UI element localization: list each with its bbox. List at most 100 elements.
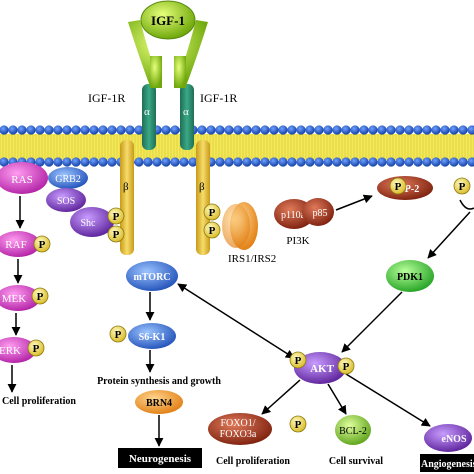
s6k1-protein xyxy=(128,323,176,349)
phosphate-badge xyxy=(389,177,407,195)
membrane-head-outer xyxy=(440,125,450,135)
membrane-head-outer xyxy=(71,125,81,135)
phosphate-badge xyxy=(31,287,49,305)
membrane-head-outer xyxy=(242,125,252,135)
membrane-head-outer xyxy=(161,125,171,135)
membrane-head-outer xyxy=(26,125,36,135)
membrane-head-inner xyxy=(377,157,387,167)
membrane-head-outer xyxy=(359,125,369,135)
membrane-head-outer xyxy=(35,125,45,135)
membrane-head-outer xyxy=(89,125,99,135)
angiogenesis-box xyxy=(420,454,474,472)
sos-protein xyxy=(46,188,86,212)
phosphate-badge xyxy=(453,177,471,195)
membrane-head-inner xyxy=(35,157,45,167)
membrane-head-inner xyxy=(296,157,306,167)
phosphate-badge xyxy=(337,357,355,375)
membrane-head-inner xyxy=(305,157,315,167)
pathway-arrows xyxy=(7,194,471,447)
enos-label: eNOS xyxy=(442,434,467,445)
membrane-head-inner xyxy=(350,157,360,167)
akt-label: AKT xyxy=(310,363,335,375)
membrane-head-inner xyxy=(440,157,450,167)
pdk1-protein xyxy=(386,260,434,292)
irs-protein-back xyxy=(222,204,250,248)
membrane-head-outer xyxy=(404,125,414,135)
membrane-head-outer xyxy=(296,125,306,135)
membrane-head-outer xyxy=(458,125,468,135)
membrane-head-inner xyxy=(368,157,378,167)
membrane-head-outer xyxy=(80,125,90,135)
pi3k-label: PI3K xyxy=(286,235,309,247)
enos-protein xyxy=(424,424,472,452)
foxo-label-line1: FOXO1/ xyxy=(220,418,255,429)
membrane-head-inner xyxy=(341,157,351,167)
arrow-mtorc-akt xyxy=(177,283,295,359)
beta-label-left: β xyxy=(123,181,129,193)
membrane-head-inner xyxy=(71,157,81,167)
membrane-head-outer xyxy=(215,125,225,135)
receptor-alpha-right xyxy=(180,84,194,150)
membrane-head-outer xyxy=(422,125,432,135)
shc-label: Shc xyxy=(81,218,97,229)
pip2-label: PIP-2 xyxy=(395,184,419,195)
arrow-akt-enos xyxy=(345,373,431,427)
membrane-head-outer xyxy=(332,125,342,135)
membrane-head-outer xyxy=(287,125,297,135)
brn4-protein xyxy=(135,390,183,414)
membrane-head-inner xyxy=(53,157,63,167)
membrane-head-outer xyxy=(107,125,117,135)
membrane-head-inner xyxy=(152,157,162,167)
phosphate-badge xyxy=(33,235,51,253)
membrane-head-inner xyxy=(188,157,198,167)
membrane-head-outer xyxy=(350,125,360,135)
membrane-head-inner xyxy=(224,157,234,167)
membrane-head-outer xyxy=(341,125,351,135)
phosphate-badge xyxy=(203,203,221,221)
erk-label: ERK xyxy=(0,345,21,357)
membrane-head-inner xyxy=(143,157,153,167)
phosphate-label: P xyxy=(37,291,44,303)
membrane-head-outer xyxy=(62,125,72,135)
membrane-head-outer xyxy=(125,125,135,135)
membrane-head-outer xyxy=(314,125,324,135)
erk-protein xyxy=(0,337,36,363)
alpha-label-right: α xyxy=(183,106,189,118)
brn4-label: BRN4 xyxy=(146,398,172,409)
p85-label: p85 xyxy=(313,208,328,219)
receptor-fork xyxy=(128,20,208,86)
phosphate-label: P xyxy=(295,355,302,367)
membrane-head-outer xyxy=(323,125,333,135)
membrane-head-inner xyxy=(233,157,243,167)
membrane-head-inner xyxy=(179,157,189,167)
grb2-protein xyxy=(48,167,88,189)
arrow-pip2-pdk1 xyxy=(427,211,471,259)
membrane-head-outer xyxy=(0,125,9,135)
membrane-head-inner xyxy=(260,157,270,167)
membrane-head-inner xyxy=(431,157,441,167)
membrane-head-inner xyxy=(278,157,288,167)
membrane-head-inner xyxy=(359,157,369,167)
pip2-return-arc xyxy=(459,199,474,210)
mek-protein xyxy=(0,285,40,311)
irs-label: IRS1/IRS2 xyxy=(228,253,276,265)
receptor-alpha-left xyxy=(142,84,156,150)
membrane-head-inner xyxy=(98,157,108,167)
igf1-ligand xyxy=(140,0,196,40)
membrane-head-outer xyxy=(269,125,279,135)
akt-protein xyxy=(294,352,346,384)
phosphate-badge xyxy=(289,415,307,433)
bcl2-protein xyxy=(335,415,371,445)
receptor-label-right: IGF-1R xyxy=(200,91,237,105)
alpha-label-left: α xyxy=(144,106,150,118)
cell-membrane xyxy=(0,125,474,167)
phosphate-label: P xyxy=(33,343,40,355)
membrane-head-inner xyxy=(287,157,297,167)
beta-label-right: β xyxy=(199,181,205,193)
membrane-head-outer xyxy=(431,125,441,135)
membrane-head-inner xyxy=(332,157,342,167)
membrane-head-outer xyxy=(44,125,54,135)
membrane-head-inner xyxy=(134,157,144,167)
ras-label: RAS xyxy=(11,174,32,186)
membrane-head-outer xyxy=(386,125,396,135)
